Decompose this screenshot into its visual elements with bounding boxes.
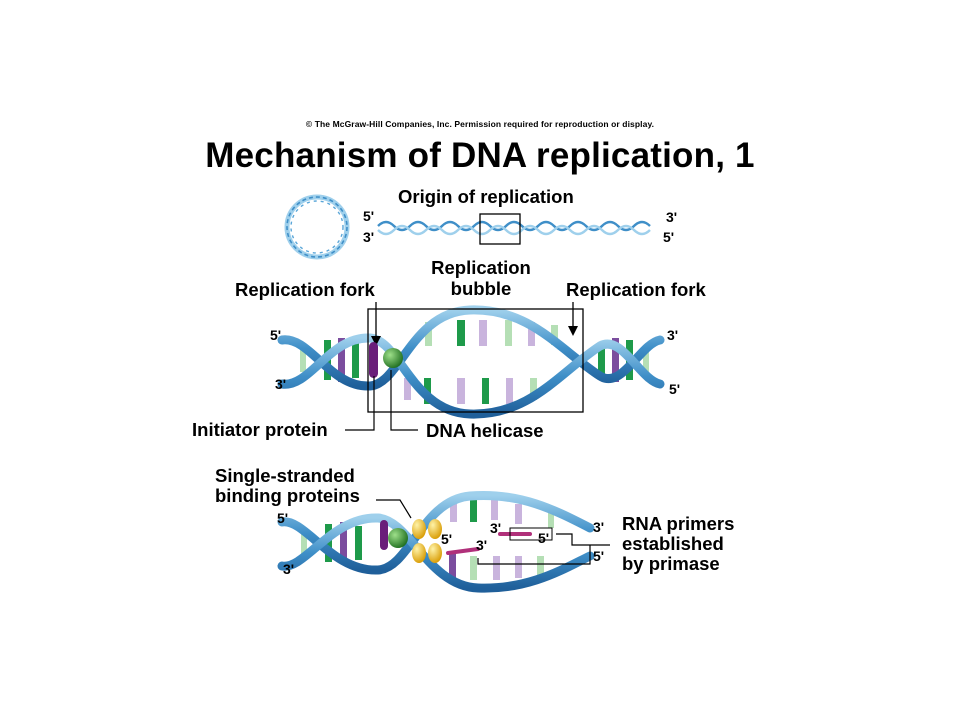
rna-primers-line1: RNA primers xyxy=(622,513,735,534)
p3-left-bottom-end: 3' xyxy=(283,561,295,577)
replication-fork-right-label: Replication fork xyxy=(566,279,706,300)
helicase-shape-2 xyxy=(388,528,408,548)
replication-bubble-line1: Replication xyxy=(431,257,531,278)
page-title: Mechanism of DNA replication, 1 xyxy=(205,136,755,175)
panel3-left-helix xyxy=(301,522,362,564)
dna-helicase-label: DNA helicase xyxy=(426,420,544,441)
ssb-line1: Single-stranded xyxy=(215,465,355,486)
p1-left-bottom-end: 3' xyxy=(363,229,375,245)
helicase-leader-line xyxy=(390,370,418,431)
p3-inner-5-left: 5' xyxy=(441,531,453,547)
p1-right-bottom-end: 5' xyxy=(663,229,675,245)
circular-chromosome xyxy=(284,194,350,260)
p3-right-bottom-end: 5' xyxy=(593,548,605,564)
primer-leader-line-top xyxy=(556,533,610,546)
p2-right-top-end: 3' xyxy=(667,327,679,343)
panel2-top-bases xyxy=(425,320,558,346)
p3-inner-5-box: 5' xyxy=(538,530,550,546)
p2-right-bottom-end: 5' xyxy=(669,381,681,397)
ssb-proteins xyxy=(412,519,442,563)
p3-inner-3-top: 3' xyxy=(490,520,502,536)
p2-left-bottom-end: 3' xyxy=(275,376,287,392)
rna-primers xyxy=(446,527,553,555)
panel2-strands xyxy=(277,305,665,419)
linear-dna-strand xyxy=(377,220,651,236)
p2-left-top-end: 5' xyxy=(270,327,282,343)
primer-leader-line-bottom xyxy=(477,545,591,565)
rna-primers-line2: established xyxy=(622,533,724,554)
fork-left-arrowhead xyxy=(371,336,381,346)
replication-bubble-line2: bubble xyxy=(450,278,512,299)
p1-left-top-end: 5' xyxy=(363,208,375,224)
initiator-protein-shape xyxy=(369,342,378,378)
replication-fork-left-label: Replication fork xyxy=(235,279,375,300)
copyright-notice: © The McGraw-Hill Companies, Inc. Permis… xyxy=(305,119,655,129)
p1-right-top-end: 3' xyxy=(666,209,678,225)
replication-bubble-label: Replication bubble xyxy=(418,257,544,299)
replication-bubble-box xyxy=(367,308,584,413)
p3-left-top-end: 5' xyxy=(277,510,289,526)
p3-inner-3-mid: 3' xyxy=(476,537,488,553)
initiator-protein-label: Initiator protein xyxy=(192,419,328,440)
ssb-line2: binding proteins xyxy=(215,485,360,506)
fork-right-arrowhead xyxy=(568,326,578,336)
panel3-bottom-bases xyxy=(449,552,544,580)
origin-box xyxy=(479,213,521,245)
helicase-shape xyxy=(383,348,403,368)
rna-primers-line3: by primase xyxy=(622,553,720,574)
origin-of-replication-label: Origin of replication xyxy=(398,186,574,207)
initiator-leader-line xyxy=(345,376,375,431)
ssb-label: Single-stranded binding proteins xyxy=(215,466,360,506)
initiator-protein-shape-2 xyxy=(380,520,388,550)
p3-right-top-end: 3' xyxy=(593,519,605,535)
ssb-leader-line xyxy=(376,499,412,519)
panel3-top-bases xyxy=(450,498,554,528)
rna-primers-label: RNA primers established by primase xyxy=(622,514,734,574)
